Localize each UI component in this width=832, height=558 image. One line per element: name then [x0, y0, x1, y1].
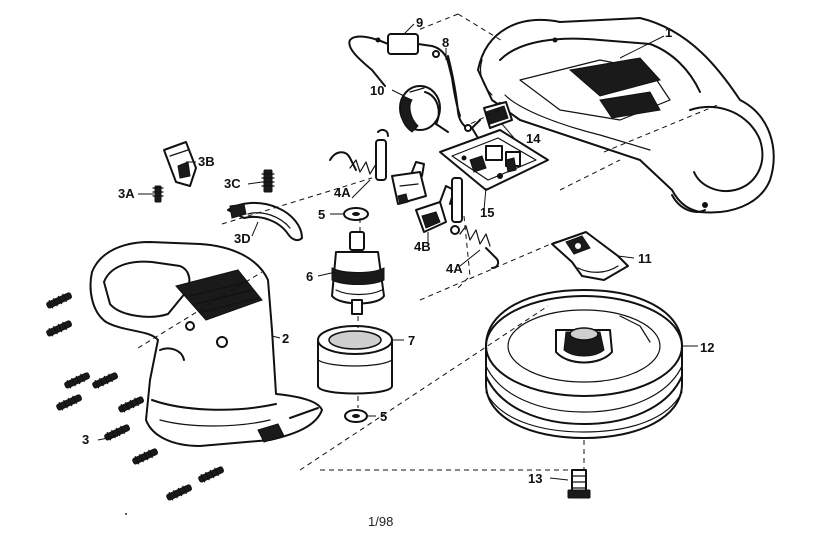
- label-part-9: 9: [416, 15, 424, 30]
- label-part-12: 12: [700, 340, 715, 355]
- label-part-15: 15: [480, 205, 495, 220]
- page-footer-date: 1/98: [368, 514, 394, 529]
- label-part-3d: 3D: [234, 231, 251, 246]
- label-part-1: 1: [665, 25, 673, 40]
- label-part-14: 14: [526, 131, 541, 146]
- screw: [104, 424, 130, 441]
- label-part-3b: 3B: [198, 154, 215, 169]
- label-part-3c: 3C: [224, 176, 241, 191]
- screw: [166, 484, 192, 501]
- part-5-upper-washer: [343, 207, 369, 221]
- part-1-upper-housing: [477, 17, 775, 214]
- part-4a-upper-spring: [329, 128, 427, 205]
- label-part-4b: 4B: [414, 239, 431, 254]
- part-3a-screw: [152, 185, 164, 203]
- part-3c-screw: [261, 169, 275, 193]
- part-13-bolt: [567, 469, 591, 499]
- label-part-6: 6: [306, 269, 314, 284]
- part-3d-guard: [227, 202, 303, 242]
- part-2-lower-housing: [89, 241, 323, 447]
- part-4b-switch-lever: [415, 177, 463, 233]
- part-7-spool-cylinder: [317, 325, 393, 395]
- screw: [92, 372, 118, 389]
- part-3b-bracket: [163, 141, 197, 187]
- part-14-brush-holder: [471, 101, 513, 139]
- label-part-10: 10: [370, 83, 385, 98]
- label-part-5-lower: 5: [380, 409, 388, 424]
- part-10-field-coil: [399, 85, 449, 133]
- label-part-7: 7: [408, 333, 416, 348]
- label-part-3a: 3A: [118, 186, 135, 201]
- screw: [46, 320, 72, 337]
- part-3-screws: [46, 292, 224, 501]
- screw: [118, 396, 144, 413]
- part-6-armature: [331, 231, 385, 315]
- label-part-13: 13: [528, 471, 543, 486]
- part-11-cap-retainer: [551, 231, 629, 281]
- part-15-circuit-board: [439, 129, 549, 191]
- screw: [46, 292, 72, 309]
- speck: [125, 513, 127, 515]
- screw: [64, 372, 90, 389]
- part-8-wire: [447, 55, 472, 132]
- label-part-4a-lower: 4A: [446, 261, 463, 276]
- leader-lines: [97, 23, 698, 481]
- part-12-spool-housing: [485, 289, 683, 439]
- label-part-5-upper: 5: [318, 207, 326, 222]
- label-part-4a-upper: 4A: [334, 185, 351, 200]
- label-part-8: 8: [442, 35, 450, 50]
- screw: [198, 466, 224, 483]
- label-part-3: 3: [82, 432, 90, 447]
- screw: [56, 394, 82, 411]
- label-part-2: 2: [282, 331, 290, 346]
- label-part-11: 11: [638, 251, 652, 266]
- assembly-guide-lines: [137, 13, 721, 471]
- screw: [132, 448, 158, 465]
- part-5-lower-washer: [344, 409, 368, 423]
- part-4a-lower-spring: [450, 225, 500, 269]
